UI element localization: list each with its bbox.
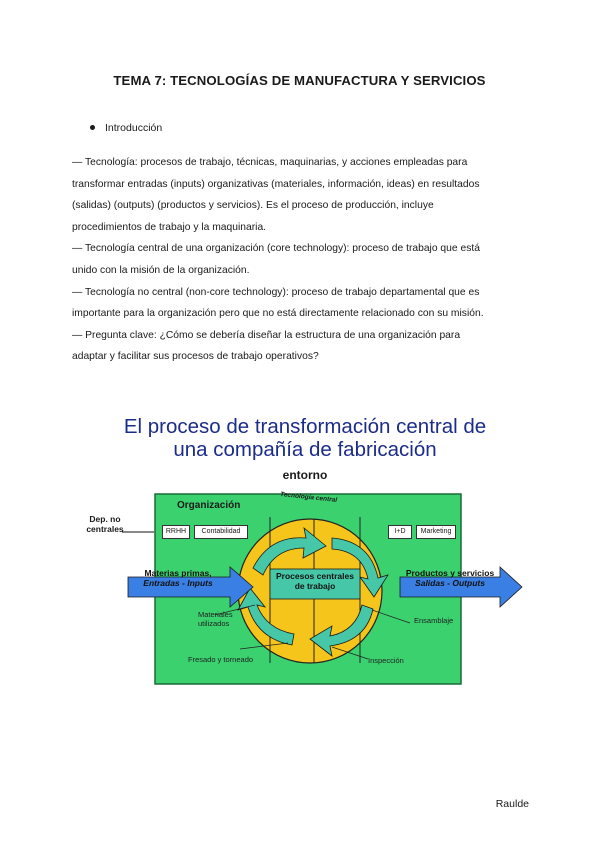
- paragraph-line: adaptar y facilitar sus procesos de trab…: [72, 351, 319, 363]
- figure-title-line: una compañía de fabricación: [173, 438, 437, 461]
- paragraph-line: (salidas) (outputs) (productos y servici…: [72, 200, 434, 212]
- paragraph-line: — Tecnología central de una organización…: [72, 243, 480, 255]
- imasd-box: I+D: [388, 525, 412, 539]
- bullet-dot-icon: [90, 124, 95, 130]
- paragraph-line: transformar entradas (inputs) organizati…: [72, 178, 480, 190]
- pointer-line: [331, 646, 369, 660]
- organizacion-label: Organización: [177, 500, 241, 511]
- center-label: Procesos centrales de trabajo: [270, 571, 360, 591]
- outputs-line: Productos y servicios: [405, 568, 495, 578]
- cycle-arrow-top-left: [252, 526, 327, 576]
- input-arrow: [127, 566, 254, 608]
- figure-title-line: El proceso de transformación central de: [123, 415, 487, 438]
- inspeccion-note: Inspección: [368, 656, 404, 665]
- bullet-item: Introducción: [90, 122, 162, 134]
- contabilidad-box: Contabilidad: [194, 525, 248, 539]
- materiales-note: Materiales utilizados: [198, 610, 233, 628]
- paragraph-line: — Pregunta clave: ¿Cómo se debería diseñ…: [72, 329, 461, 341]
- cycle-arrow-top-right: [331, 537, 389, 598]
- pointer-line: [214, 604, 256, 616]
- center-line: de trabajo: [294, 581, 336, 591]
- pointer-line: [371, 609, 411, 624]
- output-arrow: [399, 566, 523, 608]
- paragraph-line: importante para la organización pero que…: [72, 308, 484, 320]
- inputs-line: Materias primas,: [144, 568, 212, 578]
- rrhh-box: RRHH: [162, 525, 190, 539]
- figure-title: El proceso de transformación central de …: [70, 415, 540, 461]
- paragraph-line: — Tecnología: procesos de trabajo, técni…: [72, 157, 468, 168]
- fresado-note: Fresado y torneado: [188, 655, 254, 664]
- marketing-box: Marketing: [416, 525, 456, 539]
- pointer-line: [239, 642, 289, 650]
- outputs-label: Productos y servicios Salidas - Outputs: [400, 568, 500, 588]
- center-box: [269, 568, 361, 600]
- inputs-line: Entradas - Inputs: [143, 578, 213, 588]
- center-line: Procesos centrales: [276, 571, 354, 581]
- footer-author: Raulde: [495, 798, 529, 810]
- inputs-label: Materias primas, Entradas - Inputs: [128, 568, 228, 588]
- body-paragraph: — Tecnología: procesos de trabajo, técni…: [72, 152, 532, 368]
- page-title: TEMA 7: TECNOLOGÍAS DE MANUFACTURA Y SER…: [113, 73, 486, 88]
- entorno-label: entorno: [282, 468, 328, 482]
- paragraph-line: procedimientos de trabajo y la maquinari…: [72, 221, 267, 233]
- paragraph-line: — Tecnología no central (non-core techno…: [72, 286, 480, 298]
- cycle-arrow-bottom-right: [309, 604, 374, 657]
- ensamblaje-note: Ensamblaje: [414, 616, 454, 625]
- bullet-text: Introducción: [105, 122, 163, 134]
- dep-no-centrales-label: Dep. no centrales: [86, 514, 124, 534]
- paragraph-line: unido con la misión de la organización.: [72, 264, 250, 276]
- outputs-line: Salidas - Outputs: [415, 578, 485, 588]
- process-figure: El proceso de transformación central de …: [70, 415, 540, 715]
